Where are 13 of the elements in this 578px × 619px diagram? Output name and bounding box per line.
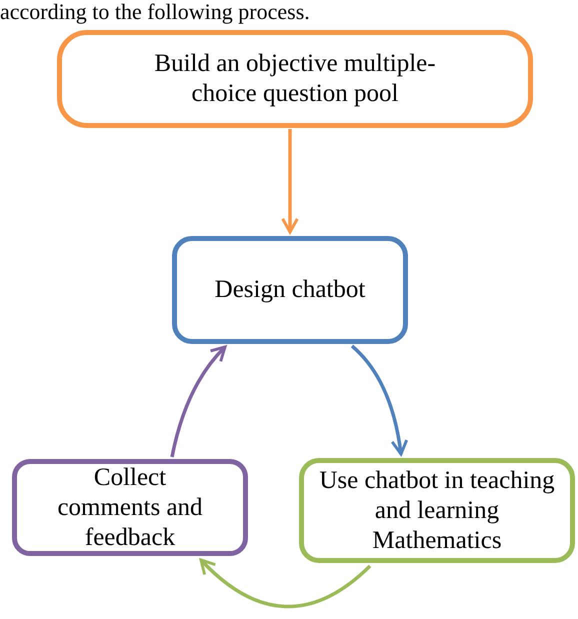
process-box <box>57 30 533 128</box>
arrow <box>350 344 408 456</box>
box-text: Design chatbot <box>214 275 366 305</box>
process-box <box>172 236 408 344</box>
text-line: according to the following process. <box>0 0 310 24</box>
box-text: Build an objective multiple-choice question pool <box>153 49 437 109</box>
arrow <box>170 346 226 458</box>
process-box <box>12 459 248 556</box>
arrow <box>200 558 372 608</box>
process-box <box>299 458 575 563</box>
box-text: Collect comments and feedback <box>56 462 204 552</box>
box-text: Use chatbot in teaching and learning Mathematics <box>318 466 556 556</box>
arrow <box>281 129 299 234</box>
